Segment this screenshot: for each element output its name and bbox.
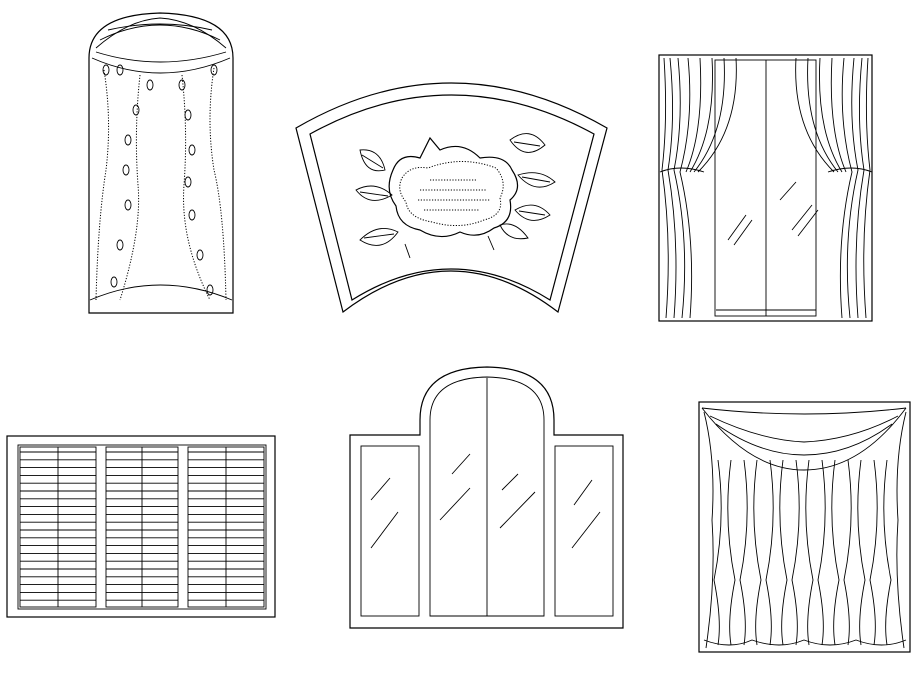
- triple-shutter-window: [6, 435, 276, 618]
- drape-fold: [779, 459, 788, 646]
- shutter-panel: [105, 446, 179, 608]
- window-with-swag-valance: [698, 401, 911, 653]
- arched-window-with-sheer-curtain: [88, 12, 234, 314]
- drape-fold: [765, 459, 774, 646]
- drape-fold: [805, 459, 814, 646]
- drape-fold: [883, 459, 892, 646]
- drape-fold: [739, 459, 748, 646]
- double-window-with-drapes: [658, 54, 873, 322]
- drape-fold: [831, 459, 840, 646]
- drape-fold: [817, 459, 826, 646]
- fan-shaped-decorative-window: [295, 82, 608, 314]
- shutter-panel: [19, 446, 97, 608]
- arched-casement-window: [349, 366, 624, 629]
- drape-fold: [857, 459, 866, 646]
- drape-fold: [869, 459, 878, 646]
- drape-fold: [727, 459, 736, 646]
- drape-fold: [843, 459, 852, 646]
- drape-fold: [753, 459, 762, 646]
- drape-fold: [791, 459, 800, 646]
- shutter-panel: [187, 446, 265, 608]
- drape-fold: [713, 459, 722, 646]
